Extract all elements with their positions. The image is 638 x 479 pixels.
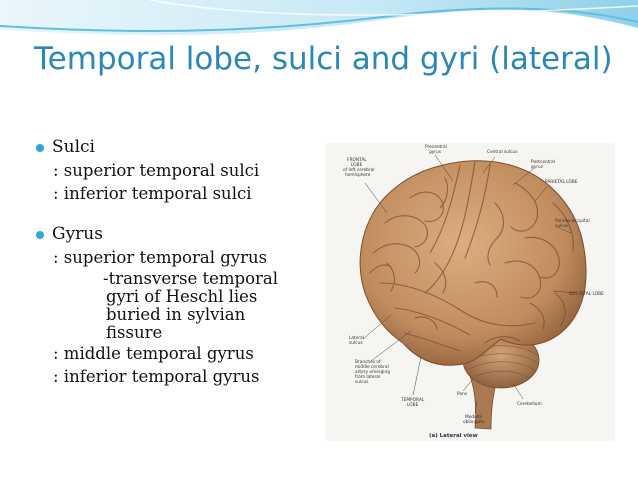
bullet-dot-icon (36, 230, 44, 239)
label-parieto-occipital: sulcus (555, 223, 569, 229)
label-postcentral: gyrus (531, 164, 544, 170)
label-temporal: TEMPORAL (400, 397, 425, 403)
bullet-sulci: Sulci (36, 136, 326, 159)
gyrus-item: : superior temporal gyrus (53, 248, 268, 267)
bullet-heading: Sulci (52, 137, 95, 157)
label-branches: artery emerging (355, 369, 390, 375)
label-branches: middle cerebral (355, 364, 389, 370)
label-frontal: LOBE (351, 162, 363, 168)
brain-lateral-figure: FRONTAL LOBE of left cerebral hemisphere… (325, 143, 615, 441)
label-pons: Pons (457, 391, 468, 397)
sulci-item: : inferior temporal sulci (53, 184, 252, 203)
label-temporal: LOBE (407, 402, 419, 408)
figure-caption: (a) Lateral view (429, 433, 478, 439)
gyrus-note-line: buried in sylvian (106, 305, 246, 324)
label-frontal: of left cerebral (343, 167, 374, 173)
gyrus-note-line: fissure (106, 323, 163, 342)
label-occipital: OCCIPITAL LOBE (569, 291, 604, 297)
gyrus-item: : middle temporal gyrus (53, 344, 254, 363)
label-branches: sulcus (355, 379, 369, 385)
label-cerebellum: Cerebellum (517, 401, 542, 407)
bullet-heading: Gyrus (52, 224, 103, 244)
brain-illustration: FRONTAL LOBE of left cerebral hemisphere… (343, 144, 604, 439)
label-postcentral: Postcentral (531, 159, 555, 165)
label-branches: Branches of (355, 359, 381, 365)
label-frontal: FRONTAL (347, 157, 367, 163)
label-precentral: Precentral (425, 144, 447, 150)
label-branches: from lateral (355, 374, 380, 380)
label-central-sulcus: Central sulcus (487, 149, 518, 155)
gyrus-note-line: -transverse temporal (103, 269, 279, 288)
slide-title: Temporal lobe, sulci and gyri (lateral) (34, 41, 613, 77)
label-precentral: gyrus (429, 149, 442, 155)
label-lateral-sulcus: sulcus (349, 340, 363, 346)
cerebrum-shape (359, 160, 587, 366)
label-medulla: oblongata (463, 419, 485, 425)
label-medulla: Medulla (465, 414, 482, 420)
gyrus-note-line: gyri of Heschl lies (106, 287, 258, 306)
label-lateral-sulcus: Lateral (349, 335, 364, 341)
label-parieto-occipital: Parieto-occipital (555, 218, 590, 224)
slide-body: Sulci : superior temporal sulci : inferi… (36, 136, 326, 388)
gyrus-item: : inferior temporal gyrus (53, 367, 260, 386)
bullet-gyrus: Gyrus (36, 223, 326, 246)
label-parietal: PARIETAL LOBE (545, 179, 578, 185)
bullet-dot-icon (36, 143, 44, 152)
header-wave-decoration (0, 0, 638, 70)
label-frontal: hemisphere (345, 172, 371, 178)
sulci-item: : superior temporal sulci (53, 161, 260, 180)
